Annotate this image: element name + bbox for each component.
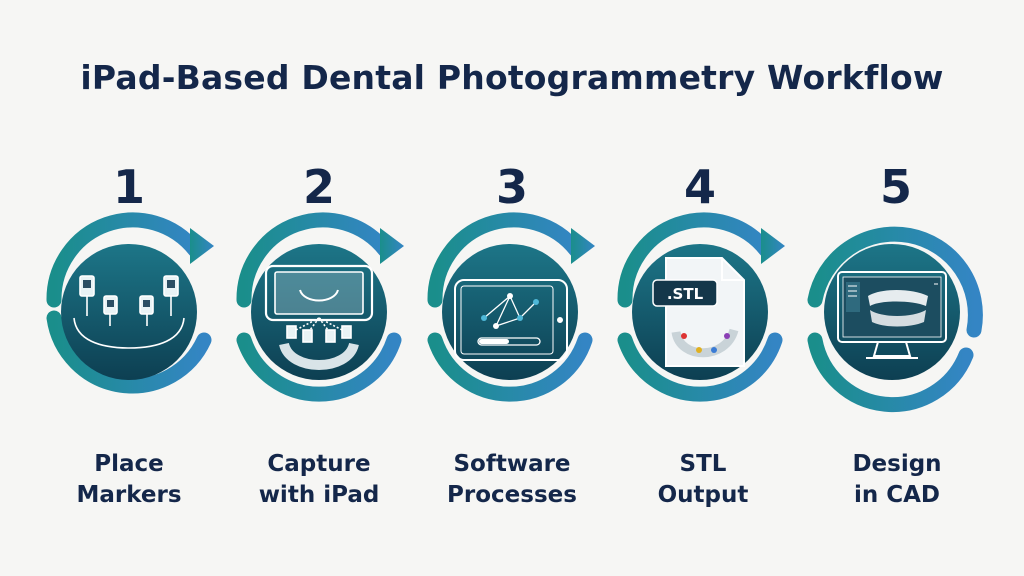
arrowhead-3 (571, 228, 595, 264)
arc-3-bottom (427, 332, 593, 402)
arc-1-top (46, 212, 203, 308)
step-4-label: STL Output (657, 451, 749, 508)
step-3-label: Software Processes (447, 451, 577, 508)
ipad-capture-icon (264, 264, 374, 370)
step-3-number: 3 (495, 160, 528, 214)
arrowheads (190, 228, 785, 264)
arc-4-top (617, 212, 774, 308)
arc-5-right (807, 226, 983, 338)
flow-arcs (46, 212, 983, 413)
arc-2-top (236, 212, 393, 308)
step-3-circle (442, 244, 578, 380)
stl-file-icon (652, 257, 745, 367)
stl-badge-text: .STL (667, 285, 704, 303)
step-5-label: Design in CAD (852, 451, 942, 508)
step-2-number: 2 (302, 160, 335, 214)
step-1-number: 1 (112, 160, 145, 214)
arc-1-bottom (46, 310, 212, 394)
step-1-circle (61, 244, 197, 380)
tablet-processing-icon (454, 279, 568, 361)
arrowhead-4 (761, 228, 785, 264)
arc-5-bottom (807, 332, 974, 413)
step-1-label: Place Markers (76, 451, 182, 508)
step-4-number: 4 (683, 160, 716, 214)
scan-markers-icon (73, 275, 185, 349)
step-2-label: Capture with iPad (258, 451, 380, 508)
diagram-title: iPad-Based Dental Photogrammetry Workflo… (80, 58, 944, 97)
arrowhead-1 (190, 228, 214, 264)
arc-4-bottom (617, 332, 783, 402)
cad-monitor-icon (837, 271, 947, 359)
arrowhead-2 (380, 228, 404, 264)
arc-2-bottom (236, 332, 402, 402)
arc-3-top (427, 212, 584, 308)
step-5-number: 5 (879, 160, 912, 214)
